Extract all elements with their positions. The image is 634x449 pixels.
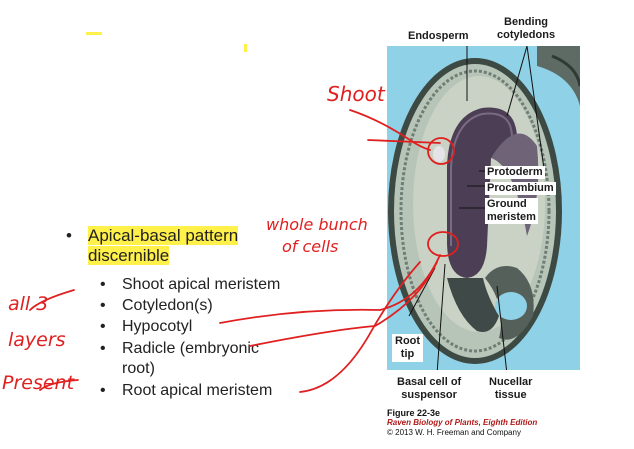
main-bullet-line1: Apical-basal pattern: [88, 226, 239, 245]
label-bending-cotyledons: Bending cotyledons: [497, 16, 556, 41]
sub-bullet-radicle-cont: root): [122, 360, 155, 377]
sub-bullet-cotyledon: •Cotyledon(s): [100, 297, 213, 314]
highlight-mark: [86, 32, 102, 35]
label-protoderm: Protoderm: [485, 166, 545, 179]
label-basal-cell: Basal cell of suspensor: [397, 376, 462, 401]
handwritten-shoot: Shoot: [327, 82, 385, 106]
caption-book: Raven Biology of Plants, Eighth Edition: [387, 418, 538, 427]
main-bullet-line2: discernible: [88, 246, 170, 265]
caption-figure-number: Figure 22-3e: [387, 408, 441, 418]
bullet-marker: •: [66, 226, 72, 245]
label-ground-meristem: Ground meristem: [485, 198, 538, 224]
label-procambium: Procambium: [485, 182, 556, 195]
label-root-tip: Root tip: [392, 334, 424, 362]
sub-bullet-shoot: •Shoot apical meristem: [100, 276, 281, 293]
handwritten-all-3-layers: all 3 layers: [8, 293, 66, 351]
label-endosperm: Endosperm: [408, 30, 469, 42]
sub-bullet-root-meristem: •Root apical meristem: [100, 382, 273, 399]
caption-copyright: © 2013 W. H. Freeman and Company: [387, 428, 521, 437]
handwritten-whole-bunch: whole bunch of cells: [266, 215, 368, 256]
highlight-mark: [244, 44, 247, 52]
label-nucellar-tissue: Nucellar tissue: [489, 376, 533, 401]
figure-caption: Figure 22-3e Raven Biology of Plants, Ei…: [387, 408, 537, 438]
sub-bullet-radicle: •Radicle (embryonic: [100, 340, 259, 357]
handwritten-present: Present: [2, 372, 75, 394]
sub-bullet-hypocotyl: •Hypocotyl: [100, 318, 193, 335]
